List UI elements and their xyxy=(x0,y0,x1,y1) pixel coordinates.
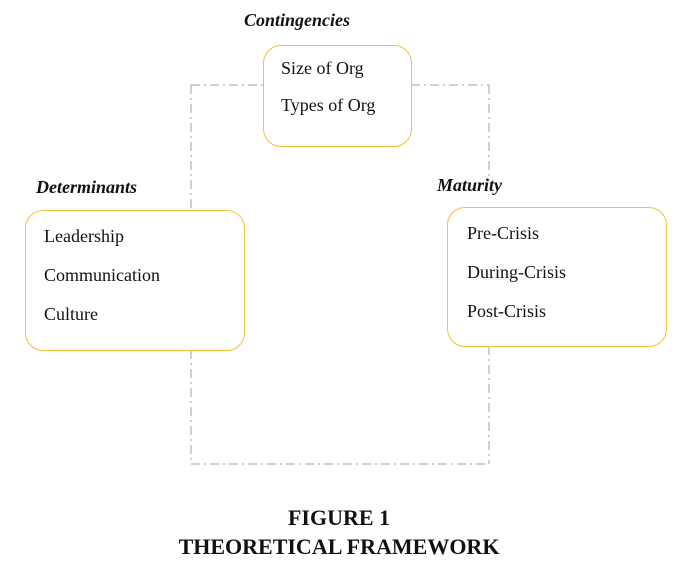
maturity-item: Post-Crisis xyxy=(467,301,547,321)
contingencies-item: Size of Org xyxy=(281,58,364,78)
determinants-item: Leadership xyxy=(44,226,124,246)
determinants-heading: Determinants xyxy=(36,177,138,197)
contingencies-item: Types of Org xyxy=(281,95,376,115)
contingencies-box xyxy=(263,45,412,147)
determinants-item: Culture xyxy=(44,304,98,324)
maturity-item: Pre-Crisis xyxy=(467,223,539,243)
figure-title: THEORETICAL FRAMEWORK xyxy=(178,534,500,559)
determinants-box xyxy=(25,210,245,351)
contingencies-heading: Contingencies xyxy=(244,10,351,30)
maturity-box xyxy=(447,207,667,347)
maturity-item: During-Crisis xyxy=(467,262,566,282)
maturity-heading: Maturity xyxy=(437,175,503,195)
figure-number: FIGURE 1 xyxy=(287,505,391,530)
determinants-item: Communication xyxy=(44,265,160,285)
